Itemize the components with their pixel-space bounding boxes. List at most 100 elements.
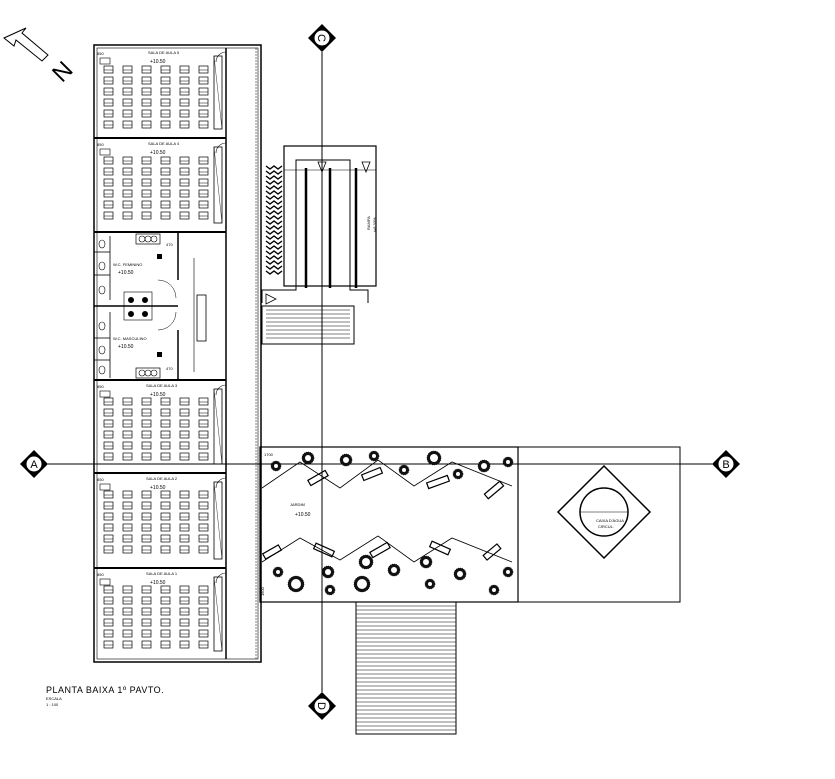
classroom-boards (213, 51, 227, 652)
desk (198, 98, 209, 107)
bench (483, 480, 505, 500)
desk (103, 629, 114, 638)
bench (307, 469, 329, 487)
desk (122, 607, 133, 616)
planter-mark (265, 240, 283, 245)
tree-center (430, 454, 438, 462)
desk (160, 585, 171, 594)
desk (179, 596, 190, 605)
desk (141, 189, 152, 198)
planter-mark (265, 260, 283, 265)
desk (198, 596, 209, 605)
desk (103, 211, 114, 220)
tree-center (325, 569, 331, 575)
desk (141, 629, 152, 638)
desk (103, 490, 114, 499)
svg-text:W.C. MASCULINO: W.C. MASCULINO (113, 336, 147, 341)
tree-center (276, 570, 280, 574)
desk (103, 200, 114, 209)
board-diagonal (213, 146, 223, 224)
desk (141, 76, 152, 85)
axis-bubble-d: D (308, 692, 336, 720)
planter-mark (265, 210, 283, 215)
planter-mark (265, 255, 283, 260)
desk (160, 523, 171, 532)
desk (198, 156, 209, 165)
desk (198, 109, 209, 118)
desk (141, 109, 152, 118)
desk (122, 545, 133, 554)
desk (122, 523, 133, 532)
desk (198, 618, 209, 627)
bench (312, 542, 336, 558)
restroom-block: 470 470 (94, 232, 179, 380)
desk (122, 441, 133, 450)
svg-text:+10.50: +10.50 (118, 344, 134, 350)
desk (122, 156, 133, 165)
desk (141, 452, 152, 461)
desk (179, 452, 190, 461)
drawing-title: PLANTA BAIXA 1º PAVTO. (46, 685, 164, 695)
desk (179, 430, 190, 439)
desk (160, 640, 171, 649)
tree-center (457, 571, 463, 577)
bench (360, 466, 384, 482)
desk (198, 441, 209, 450)
desk (141, 618, 152, 627)
svg-text:+10.50: +10.50 (150, 580, 166, 586)
axis-bubble-a: A (20, 450, 48, 478)
desk (122, 534, 133, 543)
desk (141, 545, 152, 554)
desk (103, 512, 114, 521)
desk (141, 534, 152, 543)
desk (103, 408, 114, 417)
desk (198, 76, 209, 85)
tree-center (428, 582, 432, 586)
desk (103, 596, 114, 605)
svg-text:D: D (315, 702, 327, 710)
desk (103, 618, 114, 627)
desk (198, 419, 209, 428)
desk (122, 120, 133, 129)
tree-center (481, 463, 487, 469)
desk (103, 452, 114, 461)
desk (141, 87, 152, 96)
desk (141, 98, 152, 107)
door-swing (215, 384, 227, 396)
board-diagonal (213, 388, 223, 465)
desk (198, 211, 209, 220)
svg-text:+10.50: +10.50 (295, 512, 311, 518)
desk (179, 178, 190, 187)
svg-text:SALA DE AULA 3: SALA DE AULA 3 (146, 383, 178, 388)
desk (122, 408, 133, 417)
desk (141, 430, 152, 439)
svg-text:JARDIM: JARDIM (290, 502, 305, 507)
ramp-block: RAMPA i=8,33% (261, 145, 377, 345)
desk (122, 430, 133, 439)
door-swing (215, 51, 227, 63)
desk (198, 501, 209, 510)
desk (122, 618, 133, 627)
desk (160, 629, 171, 638)
axis-bubble-c: C (308, 24, 336, 52)
svg-text:RAMPA: RAMPA (366, 216, 371, 230)
scale-value: 1 : 100 (46, 702, 59, 707)
bench (369, 541, 391, 559)
main-building (93, 44, 262, 663)
desk (103, 585, 114, 594)
desk (179, 629, 190, 638)
svg-text:B: B (722, 459, 729, 471)
tree-center (328, 588, 332, 592)
desk (179, 87, 190, 96)
desk (160, 120, 171, 129)
tree-center (372, 454, 376, 458)
desk (179, 585, 190, 594)
classroom-3-label: 850 SALA DE AULA 3 +10.50 (97, 383, 178, 398)
planter-mark (265, 185, 283, 190)
stair-treads (266, 309, 350, 339)
desk (179, 109, 190, 118)
desk (122, 98, 133, 107)
svg-text:850: 850 (97, 142, 104, 147)
desk (198, 200, 209, 209)
